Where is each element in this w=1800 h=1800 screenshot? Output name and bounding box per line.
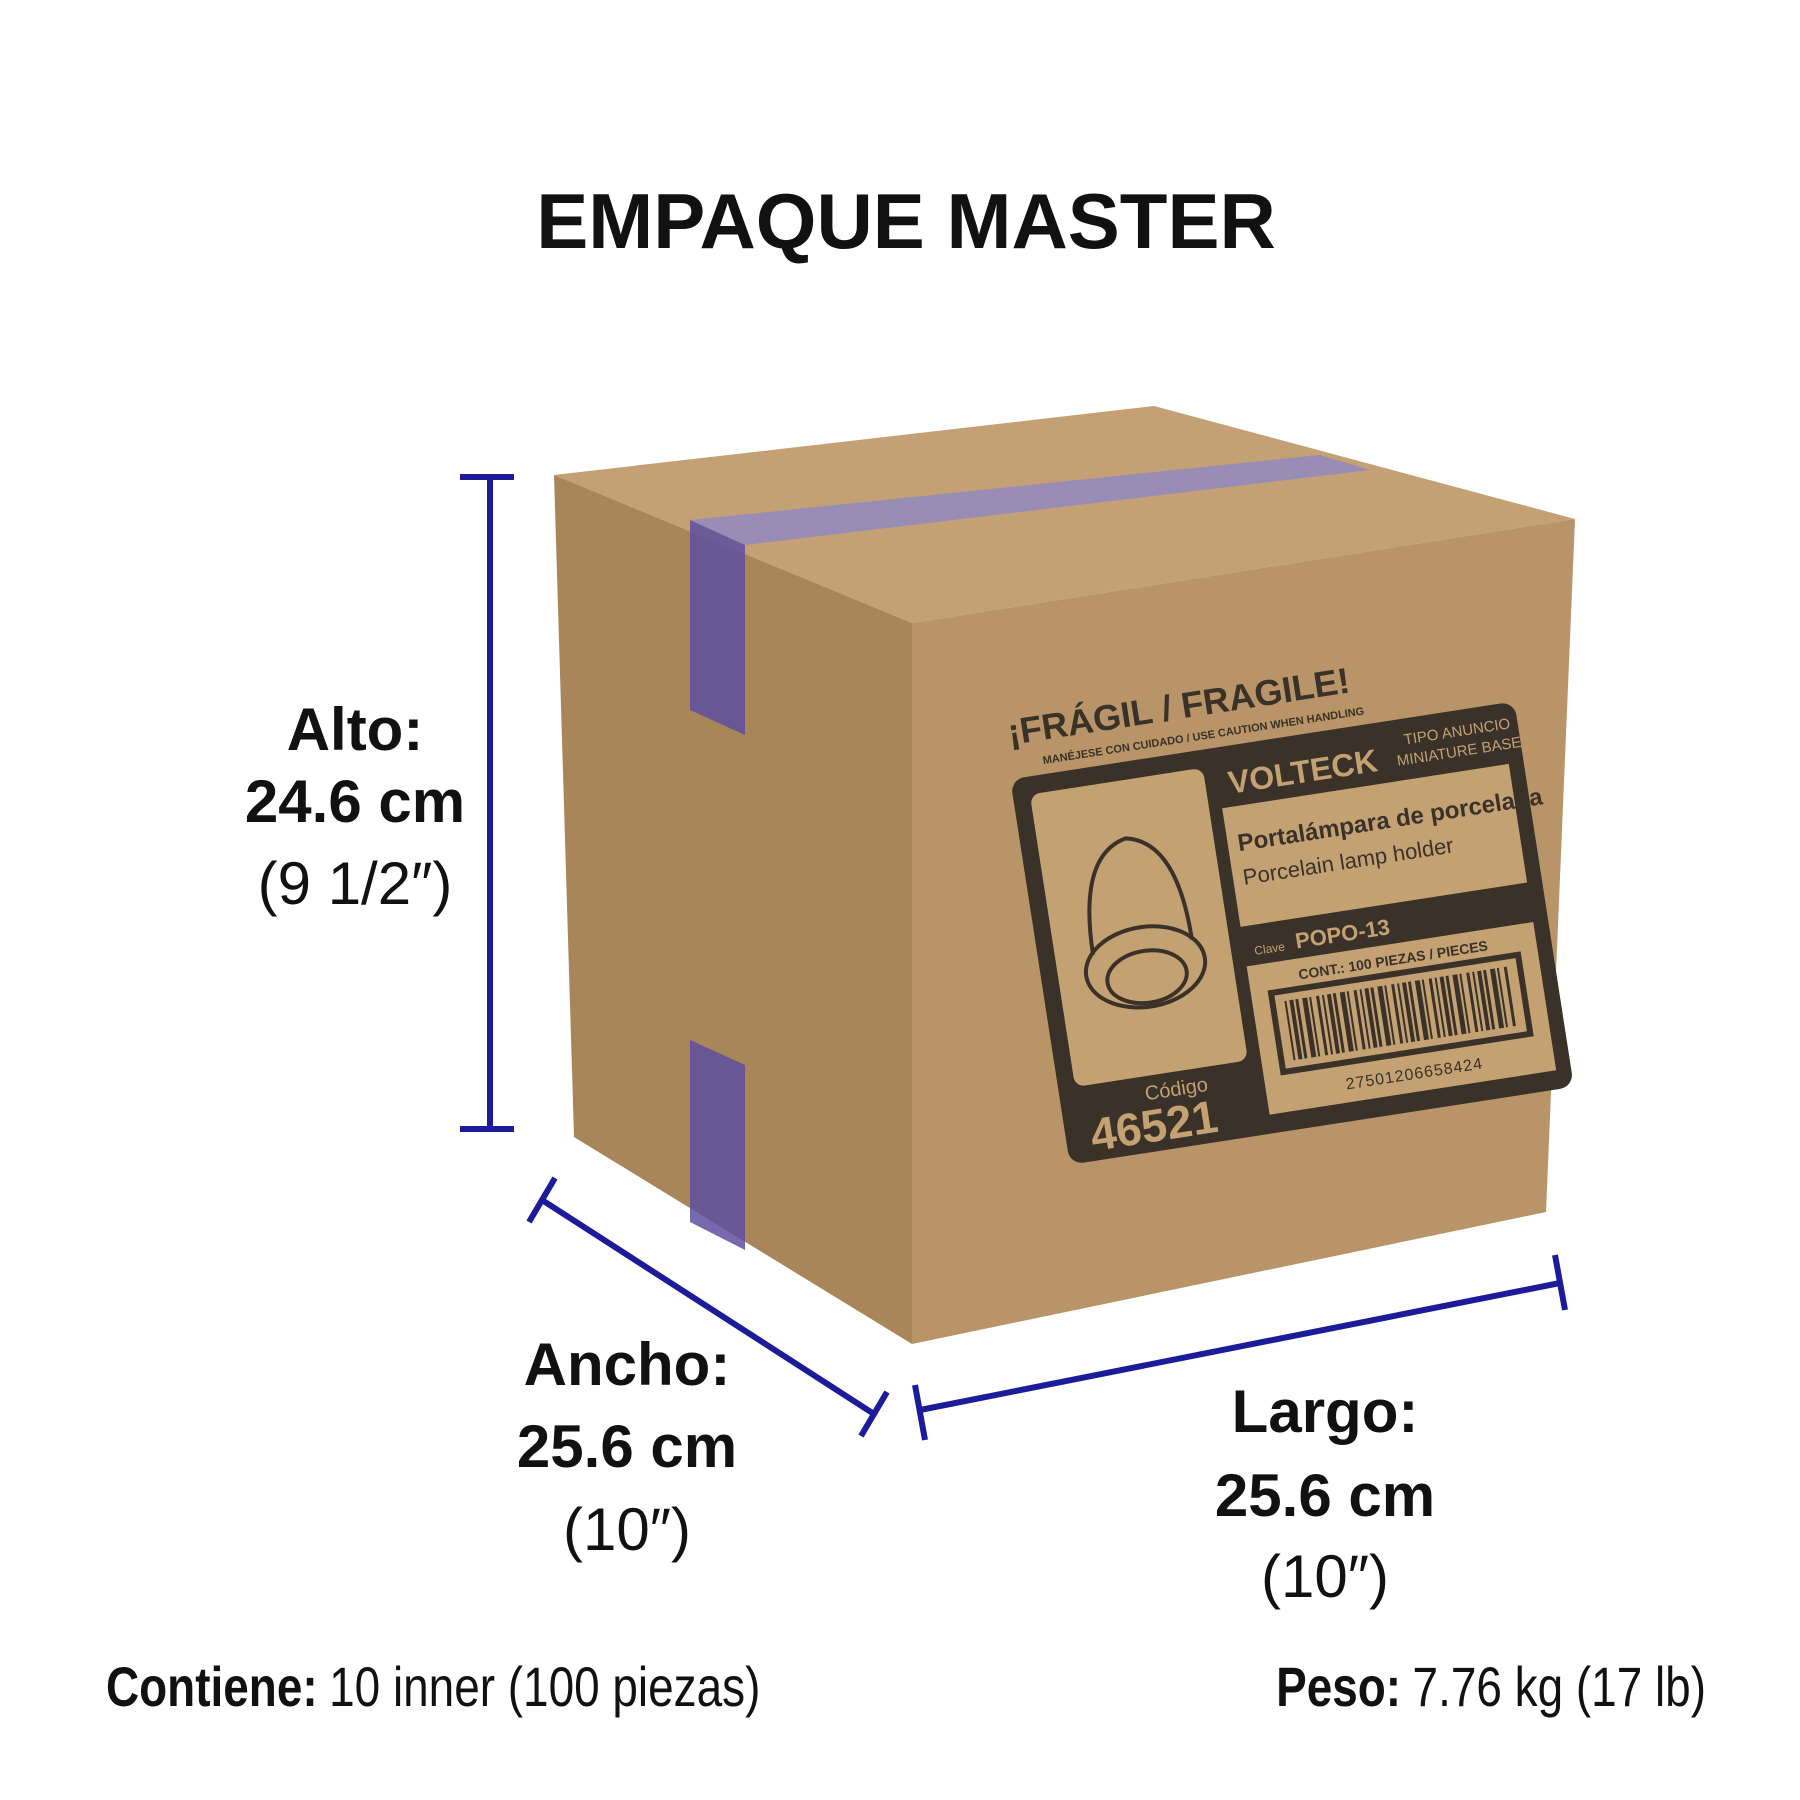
packing-tape-side [690, 520, 745, 735]
ancho-metric: 25.6 cm [517, 1413, 737, 1480]
alto-metric: 24.6 cm [245, 768, 465, 835]
barcode-bar [1302, 997, 1317, 1058]
largo-metric: 25.6 cm [1215, 1462, 1435, 1529]
barcode-bar [1407, 981, 1421, 1042]
barcode-bar [1326, 993, 1341, 1054]
barcode-bar [1445, 975, 1458, 1036]
barcode-bar [1397, 983, 1409, 1043]
weight-value: 7.76 kg (17 lb) [1413, 1656, 1706, 1718]
barcode-bar [1321, 994, 1334, 1055]
clave-label: Clave [1253, 939, 1286, 958]
lamp-holder-icon [1083, 836, 1208, 1010]
packing-tape-top [690, 455, 1370, 545]
barcode-bar [1466, 972, 1479, 1033]
contents-line-group: Contiene: 10 inner (100 piezas) [106, 1656, 760, 1719]
box-left-face [554, 475, 912, 1344]
packing-tape-side-bottom [690, 1040, 745, 1250]
ancho-label: Ancho: [524, 1331, 731, 1398]
ancho-label-group: Ancho: 25.6 cm (10″) [517, 1331, 737, 1563]
barcode-bar [1346, 991, 1358, 1051]
barcode-bar [1477, 970, 1491, 1031]
barcode-bar [1284, 1000, 1296, 1061]
largo-dimension-line [912, 1254, 1568, 1441]
barcode-bar [1289, 999, 1303, 1060]
barcode-bar [1353, 989, 1366, 1050]
largo-label: Largo: [1232, 1378, 1419, 1445]
barcode [1284, 966, 1516, 1061]
page-title: EMPAQUE MASTER [536, 177, 1276, 265]
box-label: ¡FRÁGIL / FRAGILE! MANÉJESE CON CUIDADO … [1005, 660, 1572, 1163]
largo-imperial: (10″) [1261, 1543, 1389, 1610]
barcode-bar [1489, 968, 1505, 1029]
barcode-bar [1459, 973, 1471, 1034]
barcode-bar [1359, 989, 1371, 1049]
barcode-bar [1496, 967, 1509, 1028]
alto-imperial: (9 1/2″) [258, 850, 453, 917]
barcode-bar [1421, 979, 1433, 1040]
barcode-bar [1377, 985, 1392, 1046]
barcode-bar [1452, 974, 1467, 1035]
barcode-bar [1414, 980, 1429, 1041]
weight-line: Peso: 7.76 kg (17 lb) [1276, 1656, 1706, 1719]
weight-label: Peso: [1276, 1656, 1401, 1718]
largo-label-group: Largo: 25.6 cm (10″) [1215, 1378, 1435, 1610]
contents-label: Contiene: [106, 1656, 318, 1718]
alto-label: Alto: [287, 696, 424, 763]
cardboard-box: ¡FRÁGIL / FRAGILE! MANÉJESE CON CUIDADO … [554, 406, 1575, 1344]
weight-line-group: Peso: 7.76 kg (17 lb) [1276, 1656, 1706, 1719]
ancho-imperial: (10″) [563, 1496, 691, 1563]
barcode-bar [1384, 985, 1396, 1045]
barcode-bar [1428, 978, 1441, 1038]
ancho-dimension-line [526, 1176, 890, 1438]
barcode-bar [1439, 976, 1453, 1037]
barcode-bar [1339, 991, 1354, 1052]
barcode-bar [1472, 971, 1484, 1032]
barcode-bar [1295, 998, 1308, 1059]
contents-line: Contiene: 10 inner (100 piezas) [106, 1656, 760, 1719]
barcode-bar [1483, 969, 1496, 1030]
barcode-bar [1401, 982, 1416, 1043]
barcode-bar [1434, 977, 1446, 1038]
barcode-bar [1370, 987, 1383, 1048]
barcode-bar [1309, 996, 1321, 1057]
dimension-lines [460, 474, 1568, 1441]
contents-value: 10 inner (100 piezas) [329, 1656, 760, 1718]
barcode-bar [1503, 966, 1516, 1027]
barcode-frame [1267, 951, 1534, 1076]
alto-dimension-line [460, 474, 514, 1132]
barcode-bar [1316, 995, 1329, 1056]
barcode-bar [1364, 988, 1378, 1048]
barcode-bar [1332, 993, 1345, 1053]
alto-label-group: Alto: 24.6 cm (9 1/2″) [245, 696, 465, 917]
product-name-area [1222, 763, 1528, 927]
barcode-bar [1391, 984, 1404, 1044]
